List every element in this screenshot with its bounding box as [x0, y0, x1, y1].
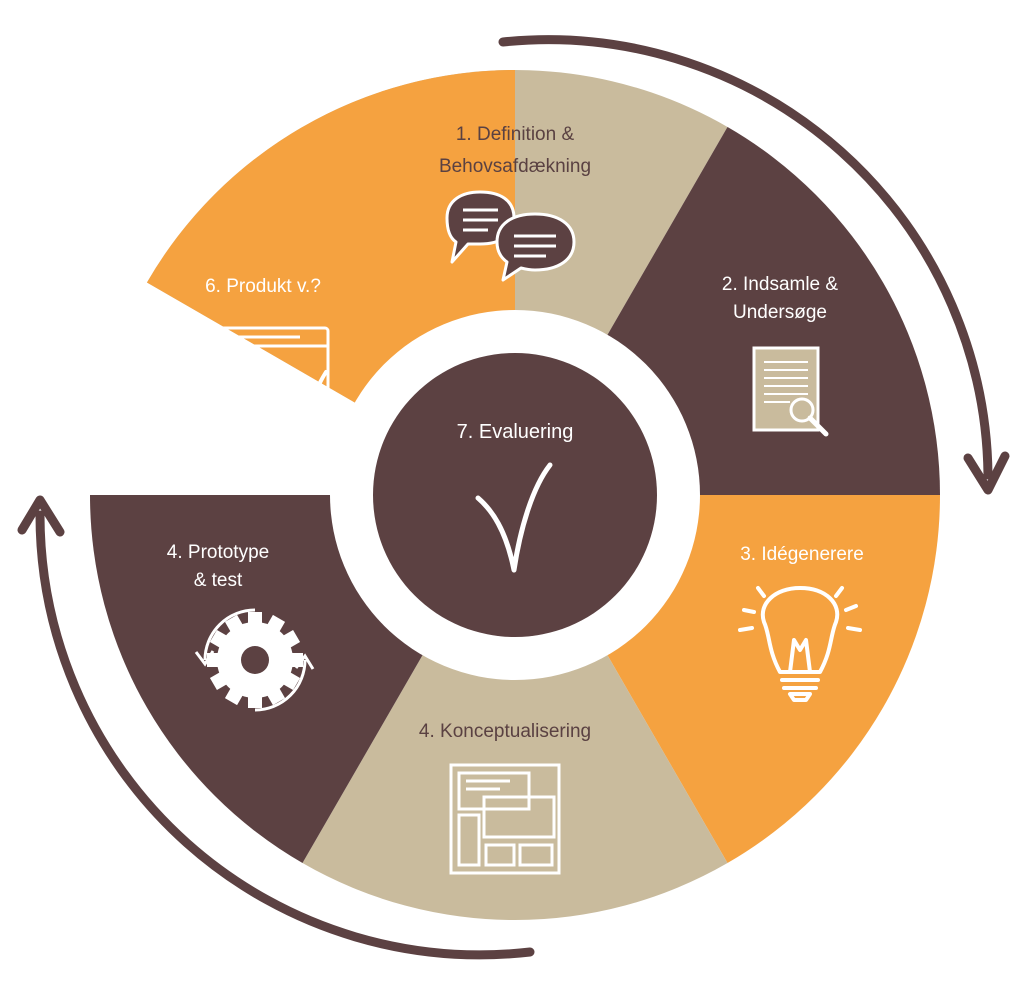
segment-label-3: 3. Idégenerere: [740, 544, 864, 565]
cycle-arrow-left: [35, 510, 535, 960]
svg-text:Behovsafdækning: Behovsafdækning: [439, 156, 591, 177]
center-circle: [373, 353, 657, 637]
svg-text:& test: & test: [194, 570, 243, 591]
chat-bubbles-icon: [445, 190, 576, 282]
arrowhead-right: [963, 451, 1010, 495]
web-icon-label: WEB: [200, 368, 291, 412]
segment-label-1: 1. Definition & Behovsafdækning: [439, 124, 591, 177]
segment-label-6: 6. Produkt v.?: [205, 276, 321, 297]
svg-text:Undersøge: Undersøge: [733, 302, 827, 323]
document-search-icon: [752, 346, 829, 437]
segment-label-5: 4. Prototype & test: [167, 542, 269, 591]
svg-text:2. Indsamle &: 2. Indsamle &: [722, 274, 838, 295]
web-browser-icon: [196, 326, 330, 426]
lightbulb-icon: [738, 586, 862, 702]
svg-text:6. Produkt v.?: 6. Produkt v.?: [205, 276, 321, 297]
cycle-arrow-right: [498, 35, 993, 480]
svg-text:4. Konceptualisering: 4. Konceptualisering: [419, 721, 591, 742]
checkmark-icon: [475, 462, 553, 573]
center-label: 7. Evaluering: [457, 421, 574, 443]
wireframe-layout-icon: [449, 763, 561, 875]
arrowhead-left: [17, 495, 65, 537]
svg-text:1. Definition &: 1. Definition &: [456, 124, 575, 145]
wheel-segment-4: [302, 495, 728, 920]
svg-text:3. Idégenerere: 3. Idégenerere: [740, 544, 864, 565]
segment-label-4: 4. Konceptualisering: [419, 721, 591, 742]
segment-label-2: 2. Indsamle & Undersøge: [722, 274, 838, 323]
svg-text:4. Prototype: 4. Prototype: [167, 542, 269, 563]
gear-cycle-icon: [194, 608, 315, 712]
